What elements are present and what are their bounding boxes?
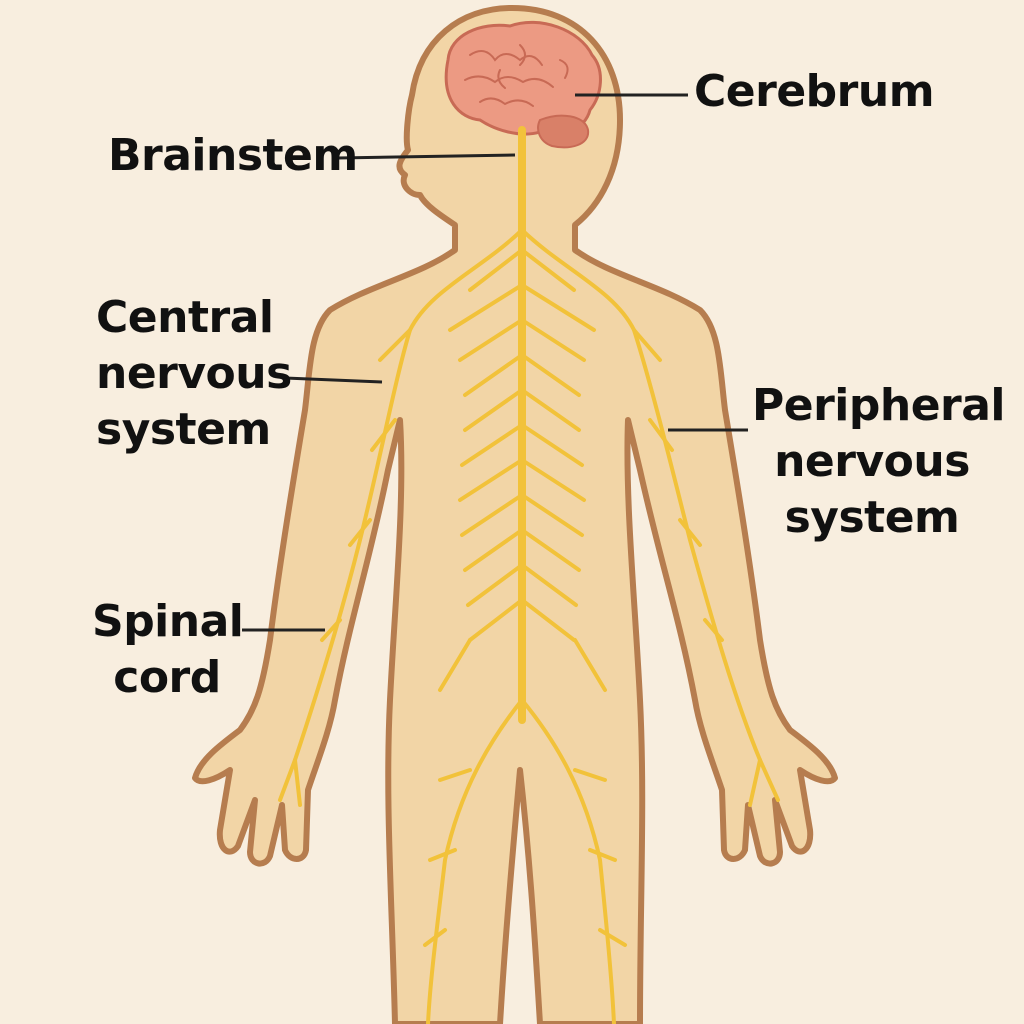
brainstem-leader — [337, 153, 516, 160]
cns-line-1: Central — [96, 292, 274, 343]
pns-line-1: Peripheral — [752, 380, 1006, 431]
pns-line-3: system — [784, 492, 960, 543]
brain — [444, 20, 602, 149]
pns-line-2: nervous — [774, 436, 970, 487]
brainstem-label: Brainstem — [108, 128, 358, 184]
cerebellum-shape — [537, 114, 590, 149]
cerebrum-text: Cerebrum — [694, 66, 935, 117]
leg-nerves — [423, 638, 627, 1024]
leader-lines — [242, 93, 748, 632]
brainstem-text: Brainstem — [108, 130, 358, 181]
cerebrum-label: Cerebrum — [694, 64, 935, 120]
nerves — [278, 126, 780, 1024]
central-nervous-system-label: Central nervous system — [96, 290, 292, 458]
brain-folds — [464, 44, 569, 107]
spinal-cord-label: Spinal cord — [92, 594, 244, 706]
peripheral-nervous-system-label: Peripheral nervous system — [752, 378, 1006, 546]
body-silhouette — [192, 5, 838, 1024]
cns-line-3: system — [96, 404, 271, 455]
spinal-cord-line-1: Spinal — [92, 596, 244, 647]
spinal-branches — [448, 248, 596, 642]
arm-nerves — [278, 228, 780, 807]
spinal-cord-line-2: cord — [113, 652, 221, 703]
cns-leader — [284, 376, 383, 384]
cns-line-2: nervous — [96, 348, 292, 399]
